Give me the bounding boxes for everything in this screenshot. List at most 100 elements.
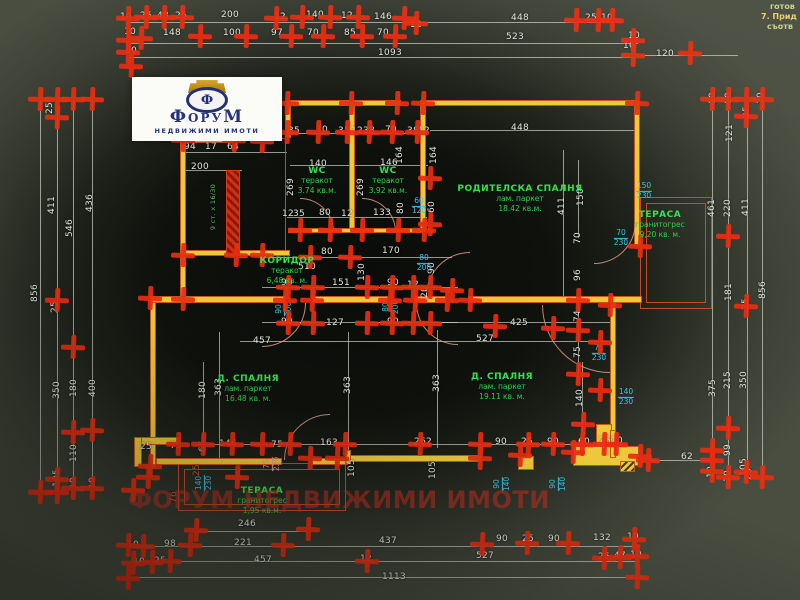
cross-mark bbox=[271, 533, 296, 558]
dim-label: 99 bbox=[723, 443, 733, 457]
dim-line bbox=[193, 531, 307, 532]
dim-label: 90 bbox=[494, 437, 508, 447]
dim-label: 100 bbox=[222, 28, 242, 38]
dim-label: 200 bbox=[220, 10, 240, 20]
dim-label: 350 bbox=[739, 370, 749, 390]
cross-mark bbox=[625, 565, 650, 590]
dim-label: 163 bbox=[319, 438, 339, 448]
cross-mark bbox=[418, 311, 443, 336]
cross-mark bbox=[306, 120, 331, 145]
dim-label: 80 bbox=[396, 201, 406, 215]
dim-label: 132 bbox=[592, 533, 612, 543]
dim-label: 127 bbox=[325, 318, 345, 328]
dim-label: 411 bbox=[741, 197, 751, 217]
cross-mark bbox=[296, 517, 321, 542]
cross-mark bbox=[45, 105, 70, 130]
note-line: 7. Прид bbox=[761, 12, 797, 21]
dim-label: 151 bbox=[331, 278, 351, 288]
dim-line bbox=[203, 362, 204, 454]
cross-mark bbox=[188, 24, 213, 49]
cross-mark bbox=[625, 91, 650, 116]
dim-label: 180 bbox=[69, 378, 79, 398]
cross-mark bbox=[357, 120, 382, 145]
cross-mark bbox=[621, 43, 646, 68]
terrace-outline bbox=[184, 469, 340, 505]
dim-label: 856 bbox=[30, 283, 40, 303]
cross-mark bbox=[338, 245, 363, 270]
cross-mark bbox=[378, 288, 403, 313]
dim-line bbox=[430, 322, 616, 323]
cross-mark bbox=[279, 24, 304, 49]
dim-label: 221 bbox=[233, 538, 253, 548]
dim-line bbox=[437, 330, 438, 448]
dim-label: 17 bbox=[204, 142, 218, 152]
cross-mark bbox=[566, 288, 591, 313]
cross-mark bbox=[408, 432, 433, 457]
dim-line bbox=[130, 546, 640, 547]
logo-emblem: Ф bbox=[185, 80, 229, 113]
cross-mark bbox=[458, 288, 483, 313]
cross-mark bbox=[325, 446, 350, 471]
dim-line bbox=[219, 332, 220, 458]
cross-mark bbox=[80, 87, 105, 112]
dim-label: 148 bbox=[162, 28, 182, 38]
logo-monogram-icon: Ф bbox=[186, 87, 228, 113]
dim-label: 436 bbox=[85, 193, 95, 213]
dim-label: 457 bbox=[253, 555, 273, 565]
cross-mark bbox=[166, 432, 191, 457]
dim-label: 1113 bbox=[381, 572, 407, 582]
dim-label: 12 bbox=[340, 209, 354, 219]
cross-mark bbox=[678, 41, 703, 66]
dim-label: 140 bbox=[308, 159, 328, 169]
cross-mark bbox=[298, 446, 323, 471]
dim-label: 62 bbox=[680, 452, 694, 462]
dim-line bbox=[128, 577, 643, 578]
dim-line bbox=[73, 100, 74, 488]
dim-label: 164 bbox=[429, 145, 439, 165]
cross-mark bbox=[404, 11, 429, 36]
cross-mark bbox=[158, 549, 183, 574]
dim-label: 180 bbox=[198, 380, 208, 400]
cross-mark bbox=[566, 318, 591, 343]
cross-mark bbox=[171, 243, 196, 268]
cross-mark bbox=[339, 91, 364, 116]
cross-mark bbox=[350, 218, 375, 243]
wall-segment bbox=[180, 137, 186, 257]
cross-mark bbox=[355, 311, 380, 336]
dim-line bbox=[133, 561, 638, 562]
cross-mark bbox=[288, 218, 313, 243]
dim-line bbox=[747, 106, 748, 476]
dim-line bbox=[762, 98, 763, 482]
dim-label: 98 bbox=[163, 539, 177, 549]
cross-mark bbox=[311, 24, 336, 49]
logo-monogram: Ф bbox=[200, 92, 214, 108]
dim-label: 375 bbox=[708, 378, 718, 398]
dim-label: 527 bbox=[475, 334, 495, 344]
dim-label: 246 bbox=[237, 519, 257, 529]
dim-line bbox=[128, 57, 634, 58]
dim-label: 164 bbox=[395, 145, 405, 165]
dim-label: 70 bbox=[573, 231, 583, 245]
cross-mark bbox=[273, 288, 298, 313]
dim-line bbox=[430, 130, 636, 131]
cross-mark bbox=[300, 288, 325, 313]
dim-line bbox=[582, 362, 583, 432]
cross-mark bbox=[566, 362, 591, 387]
cross-mark bbox=[435, 288, 460, 313]
cross-mark bbox=[234, 24, 259, 49]
cross-mark bbox=[418, 166, 443, 191]
dim-label: 140 bbox=[305, 10, 325, 20]
cross-mark bbox=[405, 120, 430, 145]
cross-mark bbox=[191, 432, 216, 457]
